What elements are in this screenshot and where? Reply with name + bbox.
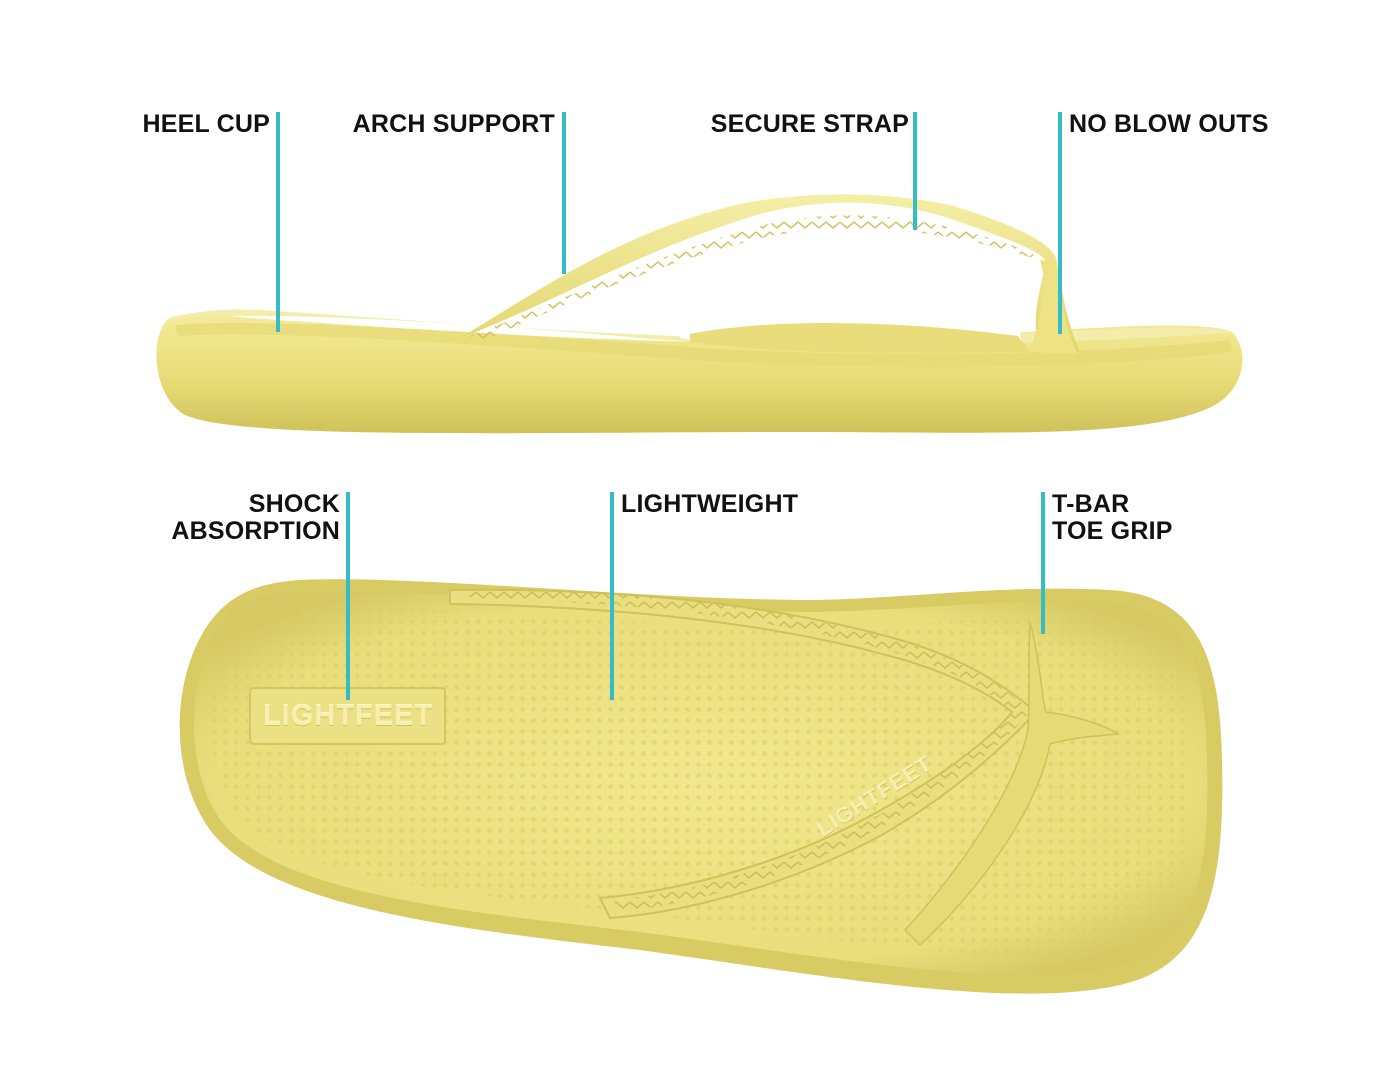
label-heel-cup: HEEL CUP [142, 110, 270, 138]
label-secure-strap: SECURE STRAP [710, 110, 909, 138]
label-tbar-line-1: T-BAR [1052, 490, 1130, 518]
label-arch-support: ARCH SUPPORT [352, 110, 555, 138]
label-tbar-line-2: TOE GRIP [1052, 517, 1173, 545]
leader-line-secure-strap [913, 112, 917, 230]
top-strap [449, 588, 1038, 920]
leader-line-heel-cup [276, 112, 280, 332]
label-shock-absorption-line-2: ABSORPTION [171, 517, 340, 545]
label-shock-absorption: SHOCK ABSORPTION [150, 491, 340, 545]
leader-line-arch-support [562, 112, 566, 274]
leader-line-shock-absorption [346, 492, 350, 700]
leader-line-tbar-toe-grip [1041, 492, 1045, 634]
label-lightweight: LIGHTWEIGHT [621, 490, 799, 518]
leader-line-no-blow-outs [1058, 112, 1062, 334]
label-tbar-toe-grip: T-BAR TOE GRIP [1052, 491, 1173, 545]
insole-brand-logo: LIGHTFEET [262, 700, 434, 732]
side-strap [460, 194, 1080, 352]
label-no-blow-outs: NO BLOW OUTS [1069, 110, 1269, 138]
label-shock-absorption-line-1: SHOCK [248, 490, 340, 518]
leader-line-lightweight [610, 492, 614, 700]
